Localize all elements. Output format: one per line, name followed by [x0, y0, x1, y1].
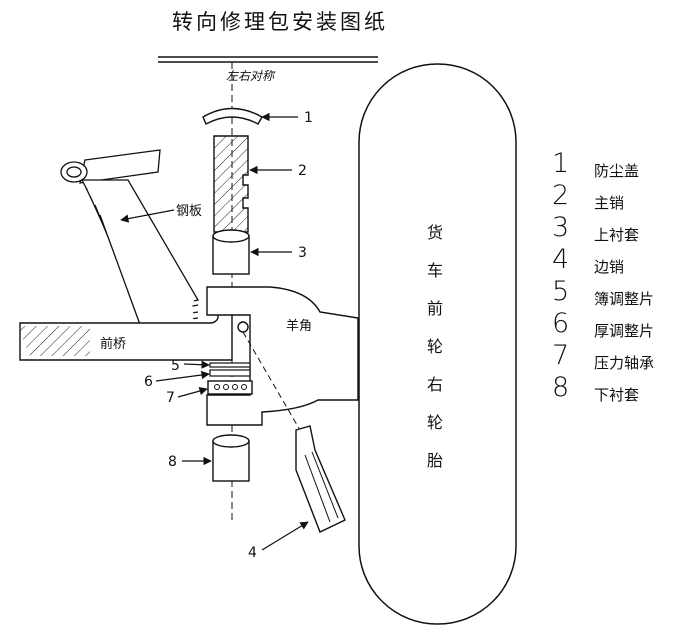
svg-text:4: 4	[248, 545, 257, 561]
svg-text:7: 7	[166, 390, 175, 406]
svg-text:货: 货	[427, 223, 443, 242]
legend-name: 厚调整片	[594, 322, 655, 340]
title-rule	[158, 56, 378, 63]
legend-item: 5 簿调整片	[552, 276, 670, 310]
legend-item: 3 上衬套	[552, 212, 670, 246]
callout-8: 8	[168, 454, 212, 470]
callout-5: 5	[171, 358, 210, 374]
legend-number: 4	[552, 244, 570, 275]
legend-item: 4 边销	[552, 244, 670, 278]
knuckle-label: 羊角	[286, 318, 312, 334]
legend-name: 防尘盖	[594, 162, 640, 180]
side-pin	[242, 331, 346, 533]
legend-number: 7	[552, 340, 570, 371]
drawing-title: 转向修理包安装图纸	[172, 10, 388, 34]
callout-6: 6	[144, 370, 210, 390]
leaf-spring	[60, 149, 200, 331]
legend-number: 1	[552, 148, 570, 179]
svg-text:车: 车	[427, 261, 443, 280]
legend-item: 1 防尘盖	[552, 148, 670, 182]
svg-text:前: 前	[427, 299, 443, 318]
legend-name: 主销	[594, 194, 625, 212]
front-axle-label: 前桥	[100, 336, 126, 352]
svg-text:胎: 胎	[427, 451, 443, 470]
legend-name: 压力轴承	[594, 354, 655, 372]
legend-number: 6	[552, 308, 570, 339]
legend-number: 8	[552, 372, 570, 403]
thrust-bearing	[207, 380, 253, 395]
symmetry-label: 左右对称	[226, 69, 276, 83]
king-pin	[213, 135, 249, 233]
svg-text:轮: 轮	[427, 413, 443, 432]
svg-text:5: 5	[171, 358, 180, 374]
legend-number: 2	[552, 180, 570, 211]
steel-plate-leader	[120, 209, 175, 223]
callout-3: 3	[250, 245, 307, 261]
steel-plate-label: 钢板	[176, 204, 202, 219]
callout-7: 7	[166, 386, 208, 406]
callout-4: 4	[248, 521, 309, 561]
steering-knuckle	[206, 286, 359, 426]
front-right-tire	[358, 63, 517, 625]
tire-label: 货 车 前 轮 右 轮 胎	[427, 223, 443, 470]
lower-bushing	[212, 434, 250, 482]
svg-text:8: 8	[168, 454, 177, 470]
svg-text:6: 6	[144, 374, 153, 390]
callout-1: 1	[261, 110, 313, 126]
front-axle-section	[20, 326, 90, 356]
svg-text:1: 1	[304, 110, 313, 126]
svg-text:2: 2	[298, 163, 307, 179]
thick-shim	[209, 369, 251, 377]
legend-item: 8 下衬套	[552, 372, 670, 406]
upper-bushing	[212, 229, 250, 275]
legend-number: 3	[552, 212, 570, 243]
legend-name: 边销	[594, 258, 625, 276]
svg-text:右: 右	[427, 375, 443, 394]
legend-name: 下衬套	[594, 386, 640, 404]
parts-legend: 1 防尘盖 2 主销 3 上衬套 4 边销 5 簿调整片 6 厚调整片 7 压力…	[552, 148, 670, 406]
legend-item: 7 压力轴承	[552, 340, 670, 374]
svg-text:3: 3	[298, 245, 307, 261]
callout-2: 2	[249, 163, 307, 179]
dust-cap	[202, 107, 263, 125]
legend-name: 簿调整片	[594, 290, 655, 308]
legend-item: 2 主销	[552, 180, 670, 214]
legend-number: 5	[552, 276, 570, 307]
thin-shim	[209, 362, 251, 368]
legend-item: 6 厚调整片	[552, 308, 670, 342]
svg-text:轮: 轮	[427, 337, 443, 356]
legend-name: 上衬套	[594, 226, 640, 244]
